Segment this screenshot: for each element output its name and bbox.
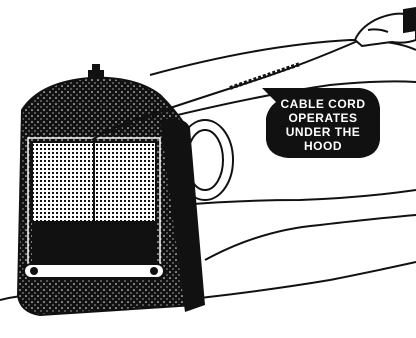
callout-line-1: CABLE CORD — [281, 97, 366, 111]
callout-line-3: UNDER THE — [286, 125, 361, 139]
callout-bubble: CABLE CORD OPERATES UNDER THE HOOD — [262, 88, 380, 158]
radiator-grille — [28, 138, 160, 274]
radiator-cap-icon — [88, 64, 104, 78]
roller-bar — [24, 264, 164, 278]
hand-icon — [355, 8, 416, 46]
callout-line-4: HOOD — [304, 139, 342, 153]
callout-line-2: OPERATES — [288, 111, 357, 125]
